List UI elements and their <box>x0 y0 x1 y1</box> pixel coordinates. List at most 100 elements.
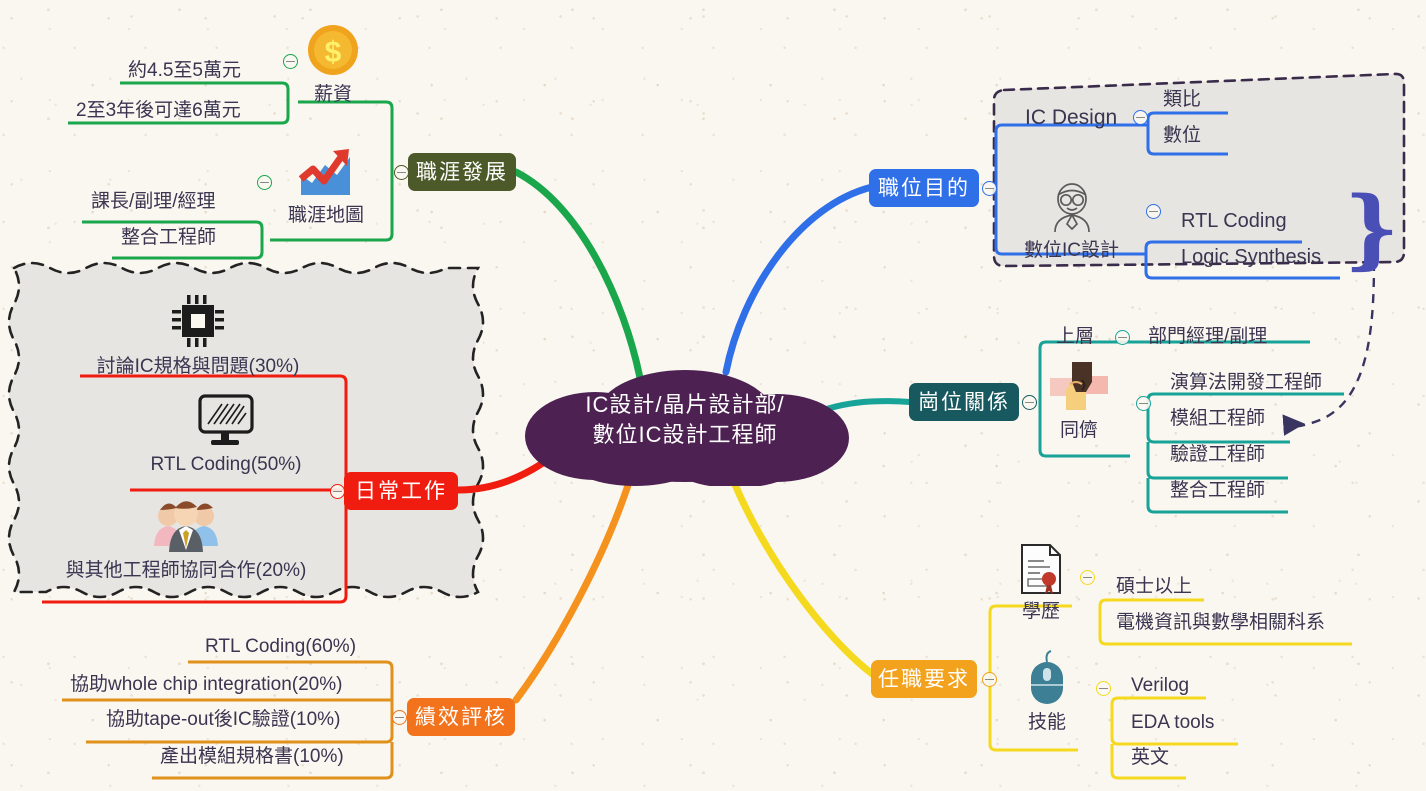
leaf-digital-2[interactable]: Logic Synthesis <box>1181 246 1322 268</box>
topic-label-peers: 同儕 <box>1059 420 1098 441</box>
branch-pill-relations[interactable]: 崗位關係 <box>909 383 1019 421</box>
central-topic-line1: IC設計/晶片設計部/ <box>585 392 785 417</box>
toggle-skills[interactable] <box>1096 681 1111 696</box>
topic-salary[interactable]: $ 薪資 <box>305 22 361 104</box>
careermap-leaf-line-1 <box>82 220 264 229</box>
toggle-performance[interactable] <box>392 710 407 725</box>
team-people-icon <box>151 498 221 559</box>
topic-label-digital-ic-design: 數位IC設計 <box>1024 240 1120 261</box>
leaf-upper-1[interactable]: 部門經理/副理 <box>1148 326 1268 347</box>
topic-ic-design[interactable]: IC Design <box>1025 106 1118 129</box>
leaf-peer-3[interactable]: 驗證工程師 <box>1170 444 1266 465</box>
topic-education[interactable]: 學歷 <box>1017 543 1065 621</box>
summary-brace: } <box>1344 178 1400 279</box>
toggle-career-map[interactable] <box>257 175 272 190</box>
perf-leaf-line-3 <box>86 700 394 744</box>
leaf-salary-1[interactable]: 約4.5至5萬元 <box>128 60 241 81</box>
leaf-perf-3[interactable]: 協助tape-out後IC驗證(10%) <box>106 709 341 730</box>
leaf-digital-1[interactable]: RTL Coding <box>1181 210 1287 232</box>
digital-leaf-line-1 <box>1144 240 1302 249</box>
relationship-arrow <box>1282 261 1376 436</box>
edu-leaf-line-1 <box>1098 598 1204 607</box>
branch-label-requirements: 任職要求 <box>878 667 970 691</box>
branch-curve-career <box>512 168 644 382</box>
topic-daily-1[interactable]: 討論IC規格與問題(30%) <box>88 292 308 376</box>
topic-label-career-map: 職涯地圖 <box>288 205 365 226</box>
leaf-salary-2[interactable]: 2至3年後可達6萬元 <box>76 100 241 121</box>
toggle-relations[interactable] <box>1022 395 1037 410</box>
toggle-requirements[interactable] <box>982 672 997 687</box>
toggle-peers[interactable] <box>1136 396 1151 411</box>
leaf-icdesign-1[interactable]: 類比 <box>1163 89 1202 110</box>
topic-daily-2[interactable]: RTL Coding(50%) <box>140 392 312 474</box>
topic-daily-3[interactable]: 與其他工程師協同合作(20%) <box>48 498 324 580</box>
leaf-skill-2[interactable]: EDA tools <box>1131 712 1215 733</box>
toggle-daily[interactable] <box>330 484 345 499</box>
coin-dollar-icon: $ <box>305 22 361 83</box>
toggle-ic-design[interactable] <box>1133 110 1148 125</box>
career-spine-2 <box>270 172 394 242</box>
leaf-icdesign-2[interactable]: 數位 <box>1163 125 1202 146</box>
topic-label-skills: 技能 <box>1027 712 1066 733</box>
branch-pill-daily[interactable]: 日常工作 <box>344 472 458 510</box>
branch-label-career: 職涯發展 <box>416 160 508 184</box>
edu-leaf-line-2 <box>1098 606 1352 646</box>
topic-label-education: 學歷 <box>1021 601 1060 622</box>
topic-label-daily-1: 討論IC規格與問題(30%) <box>96 356 300 377</box>
branch-pill-career[interactable]: 職涯發展 <box>408 153 516 191</box>
toggle-digital-ic-design[interactable] <box>1146 204 1161 219</box>
topic-career-map[interactable]: 職涯地圖 <box>288 143 364 225</box>
topic-skills[interactable]: 技能 <box>1022 648 1072 732</box>
leaf-skill-3[interactable]: 英文 <box>1131 747 1170 768</box>
toggle-upper-level[interactable] <box>1115 330 1130 345</box>
leaf-peer-4[interactable]: 整合工程師 <box>1170 480 1266 501</box>
salary-leaf-line-1 <box>120 81 290 90</box>
toggle-salary[interactable] <box>283 54 298 69</box>
daily-leaf-line-1 <box>80 374 348 490</box>
salary-leaf-line-2 <box>68 89 290 125</box>
skill-leaf-line-3 <box>1110 744 1186 780</box>
careermap-leaf-line-2 <box>112 228 264 260</box>
leaf-peer-1[interactable]: 演算法開發工程師 <box>1170 372 1323 393</box>
topic-peers[interactable]: 同儕 <box>1046 358 1112 440</box>
purpose-spine-down <box>994 187 1146 256</box>
icdesign-leaf-line-1 <box>1146 111 1228 120</box>
central-topic[interactable]: IC設計/晶片設計部/ 數位IC設計工程師 <box>515 368 855 488</box>
toggle-education[interactable] <box>1080 570 1095 585</box>
requirements-spine-down <box>988 678 1078 752</box>
engineer-avatar-icon <box>1041 182 1103 239</box>
leaf-perf-4[interactable]: 產出模組規格書(10%) <box>160 746 344 767</box>
branch-label-performance: 績效評核 <box>415 705 507 729</box>
icdesign-leaf-line-2 <box>1146 119 1228 156</box>
leaf-careermap-1[interactable]: 課長/副理/經理 <box>91 191 216 212</box>
leaf-edu-2[interactable]: 電機資訊與數學相關科系 <box>1116 612 1326 633</box>
topic-label-salary: 薪資 <box>313 84 352 105</box>
certificate-icon <box>1017 543 1065 600</box>
leaf-perf-1[interactable]: RTL Coding(60%) <box>205 636 357 657</box>
daily-leaf-line-3 <box>42 490 348 604</box>
peer-leaf-line-4 <box>1146 478 1288 514</box>
topic-upper-level[interactable]: 上層 <box>1056 326 1095 347</box>
monitor-icon <box>196 392 256 453</box>
career-spine <box>298 100 394 172</box>
toggle-purpose[interactable] <box>982 181 997 196</box>
branch-pill-requirements[interactable]: 任職要求 <box>871 660 977 698</box>
svg-text:$: $ <box>325 36 342 69</box>
leaf-perf-2[interactable]: 協助whole chip integration(20%) <box>70 674 343 695</box>
perf-leaf-line-4 <box>152 742 394 780</box>
teamwork-hands-icon <box>1046 358 1112 419</box>
peer-leaf-line-2 <box>1146 400 1290 444</box>
leaf-edu-1[interactable]: 碩士以上 <box>1116 576 1193 597</box>
skill-leaf-line-2 <box>1110 704 1238 746</box>
leaf-careermap-2[interactable]: 整合工程師 <box>121 227 217 248</box>
toggle-career[interactable] <box>394 165 409 180</box>
topic-digital-ic-design[interactable]: 數位IC設計 <box>1024 182 1119 260</box>
branch-pill-performance[interactable]: 績效評核 <box>407 698 515 736</box>
relations-spine-up <box>1038 340 1310 402</box>
leaf-peer-2[interactable]: 模組工程師 <box>1170 408 1266 429</box>
purpose-spine-up <box>994 123 1148 187</box>
branch-pill-purpose[interactable]: 職位目的 <box>869 169 979 207</box>
branch-label-purpose: 職位目的 <box>878 176 970 200</box>
relations-spine-down <box>1038 402 1130 458</box>
leaf-skill-1[interactable]: Verilog <box>1131 675 1190 696</box>
